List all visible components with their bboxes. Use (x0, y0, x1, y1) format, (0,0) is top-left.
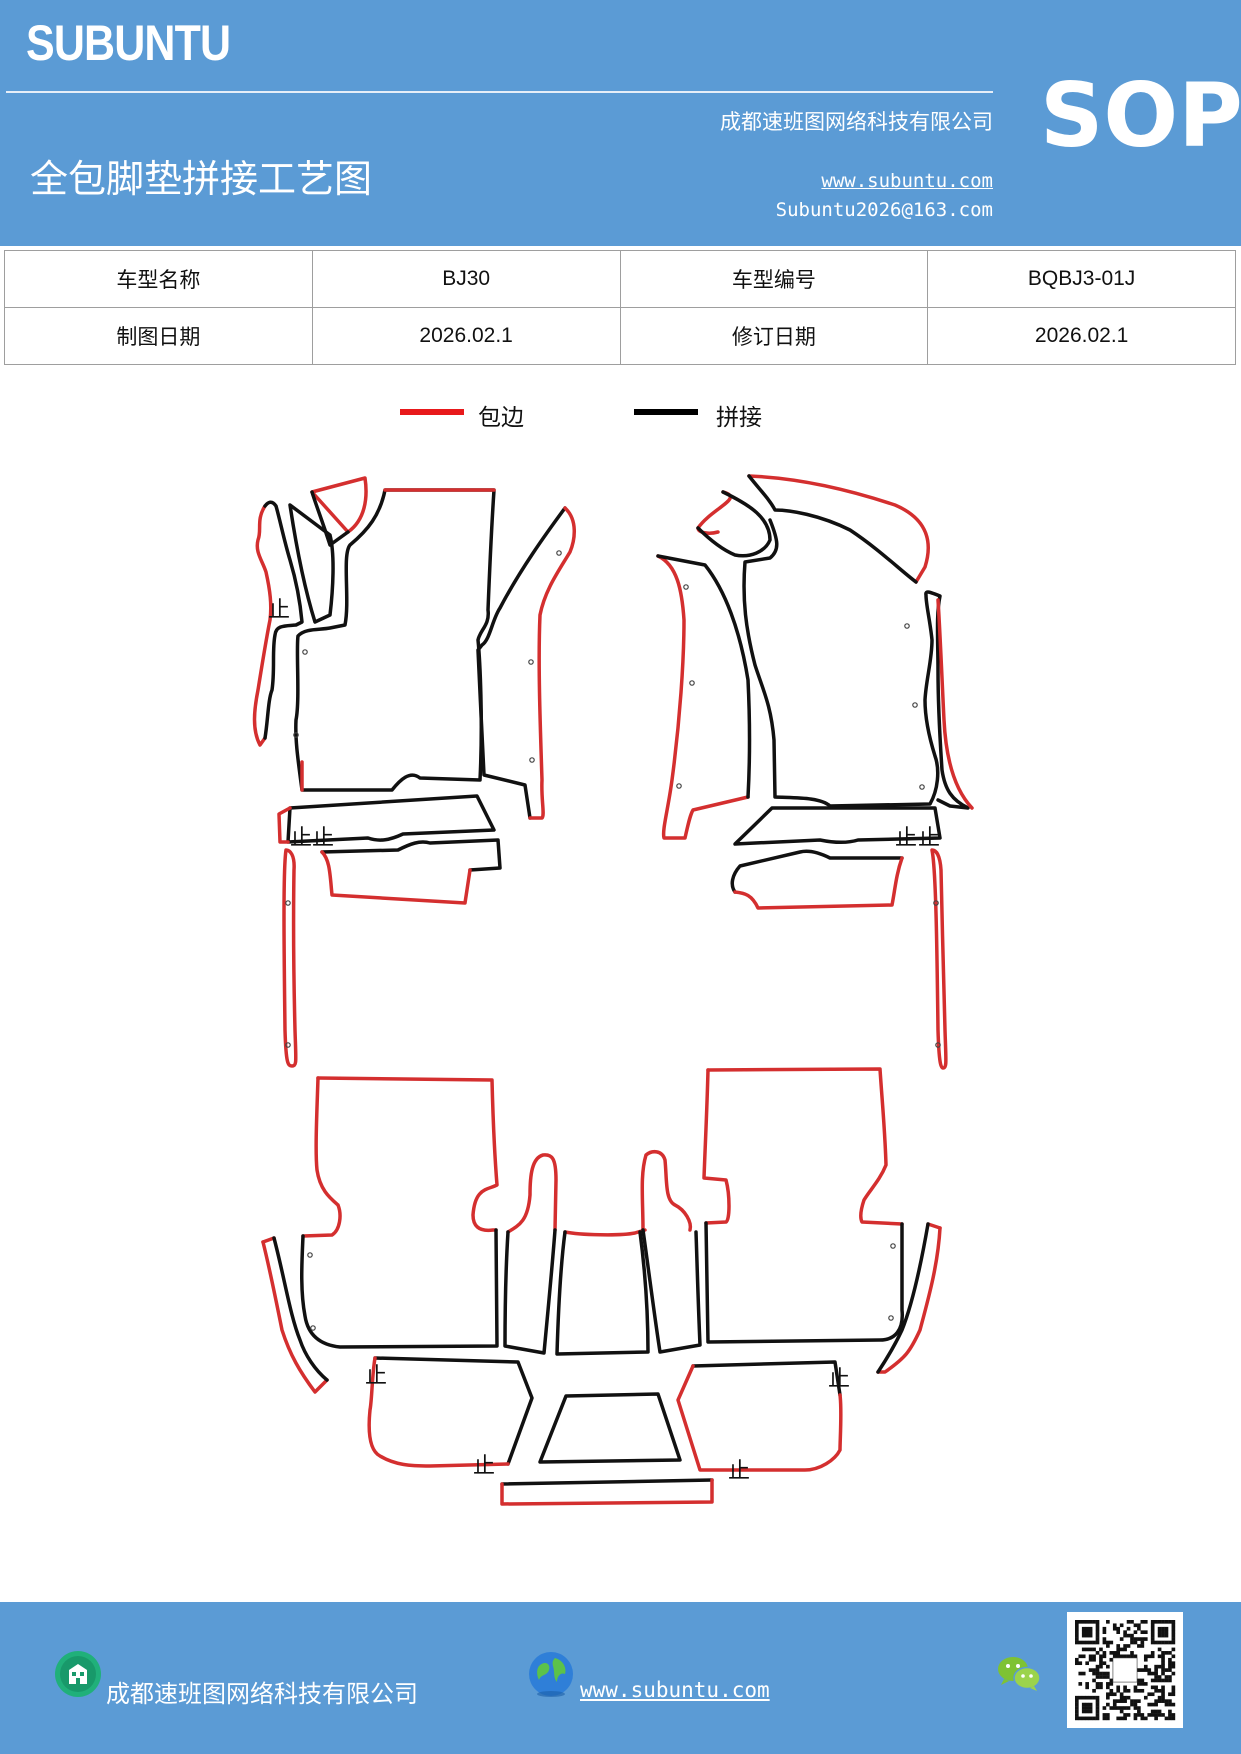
rear-left-mat (300, 1076, 499, 1349)
seam-mark: 止 (895, 826, 917, 851)
table-row: 制图日期 2026.02.1 修订日期 2026.02.1 (4, 307, 1236, 365)
seam-mark: 止 (268, 598, 290, 623)
wechat-icon (998, 1657, 1041, 1691)
rear-lower-center-piece (538, 1392, 682, 1464)
model-name-value: BJ30 (311, 250, 621, 308)
seam-mark: 止 (918, 826, 940, 851)
qr-code-pattern (1075, 1620, 1176, 1721)
page-title: 全包脚垫拼接工艺图 (30, 157, 373, 201)
table-row: 车型名称 BJ30 车型编号 BQBJ3-01J (4, 250, 1236, 308)
floor-mat-diagram: 止 止 止 止 止 止 止 止 止 (252, 474, 974, 1506)
vehicle-info-table: 车型名称 BJ30 车型编号 BQBJ3-01J 制图日期 2026.02.1 … (4, 250, 1236, 365)
seam-mark: 止 (728, 1459, 750, 1484)
front-left-mat (252, 476, 576, 820)
header-email: Subuntu2026@163.com (775, 199, 993, 221)
revision-date-value: 2026.02.1 (927, 307, 1236, 365)
legend-item-edge: 包边 (400, 398, 540, 438)
seam-mark: 止 (828, 1367, 850, 1392)
mounting-holes (285, 550, 941, 1331)
seam-mark: 止 (290, 826, 312, 851)
building-icon (55, 1651, 101, 1697)
rear-lower-right-piece (676, 1360, 843, 1472)
draw-date-value: 2026.02.1 (311, 307, 621, 365)
rear-right-side-piece (876, 1222, 942, 1374)
header-company: 成都速班图网络科技有限公司 (720, 110, 993, 134)
model-code-value: BQBJ3-01J (927, 250, 1236, 308)
rear-left-side-piece (261, 1236, 329, 1394)
footer-website-link[interactable]: www.subuntu.com (580, 1678, 770, 1702)
rear-right-mat (702, 1067, 904, 1344)
revision-date-label: 修订日期 (619, 307, 929, 365)
seam-legend-swatch (634, 409, 698, 415)
footer-banner: 成都速班图网络科技有限公司 www.subuntu.com (0, 1602, 1241, 1754)
header-banner: SUBUNTU 成都速班图网络科技有限公司 全包脚垫拼接工艺图 www.subu… (0, 0, 1241, 246)
front-right-mat (656, 474, 974, 840)
model-name-label: 车型名称 (4, 250, 313, 308)
seam-mark: 止 (312, 826, 334, 851)
seam-mark: 止 (365, 1364, 387, 1389)
bottom-edge-strip (500, 1478, 714, 1506)
edge-legend-label: 包边 (478, 405, 524, 431)
rear-center-pieces (503, 1149, 702, 1356)
front-right-strips (730, 806, 948, 1070)
seam-stop-marks: 止 止 止 止 止 止 止 止 止 (268, 598, 940, 1484)
footer-company: 成都速班图网络科技有限公司 (106, 1680, 418, 1708)
globe-icon (529, 1652, 573, 1697)
sop-badge: SOP (1040, 64, 1241, 167)
draw-date-label: 制图日期 (4, 307, 313, 365)
header-divider (6, 91, 993, 93)
edge-legend-swatch (400, 409, 464, 415)
header-website-link[interactable]: www.subuntu.com (821, 170, 993, 192)
model-code-label: 车型编号 (619, 250, 929, 308)
seam-mark: 止 (473, 1454, 495, 1479)
qr-code (1067, 1612, 1183, 1728)
seam-legend-label: 拼接 (716, 405, 762, 431)
rear-lower-left-piece (367, 1356, 534, 1468)
legend-item-seam: 拼接 (634, 398, 774, 438)
brand-logo: SUBUNTU (26, 15, 231, 71)
front-left-strips (277, 794, 502, 1068)
